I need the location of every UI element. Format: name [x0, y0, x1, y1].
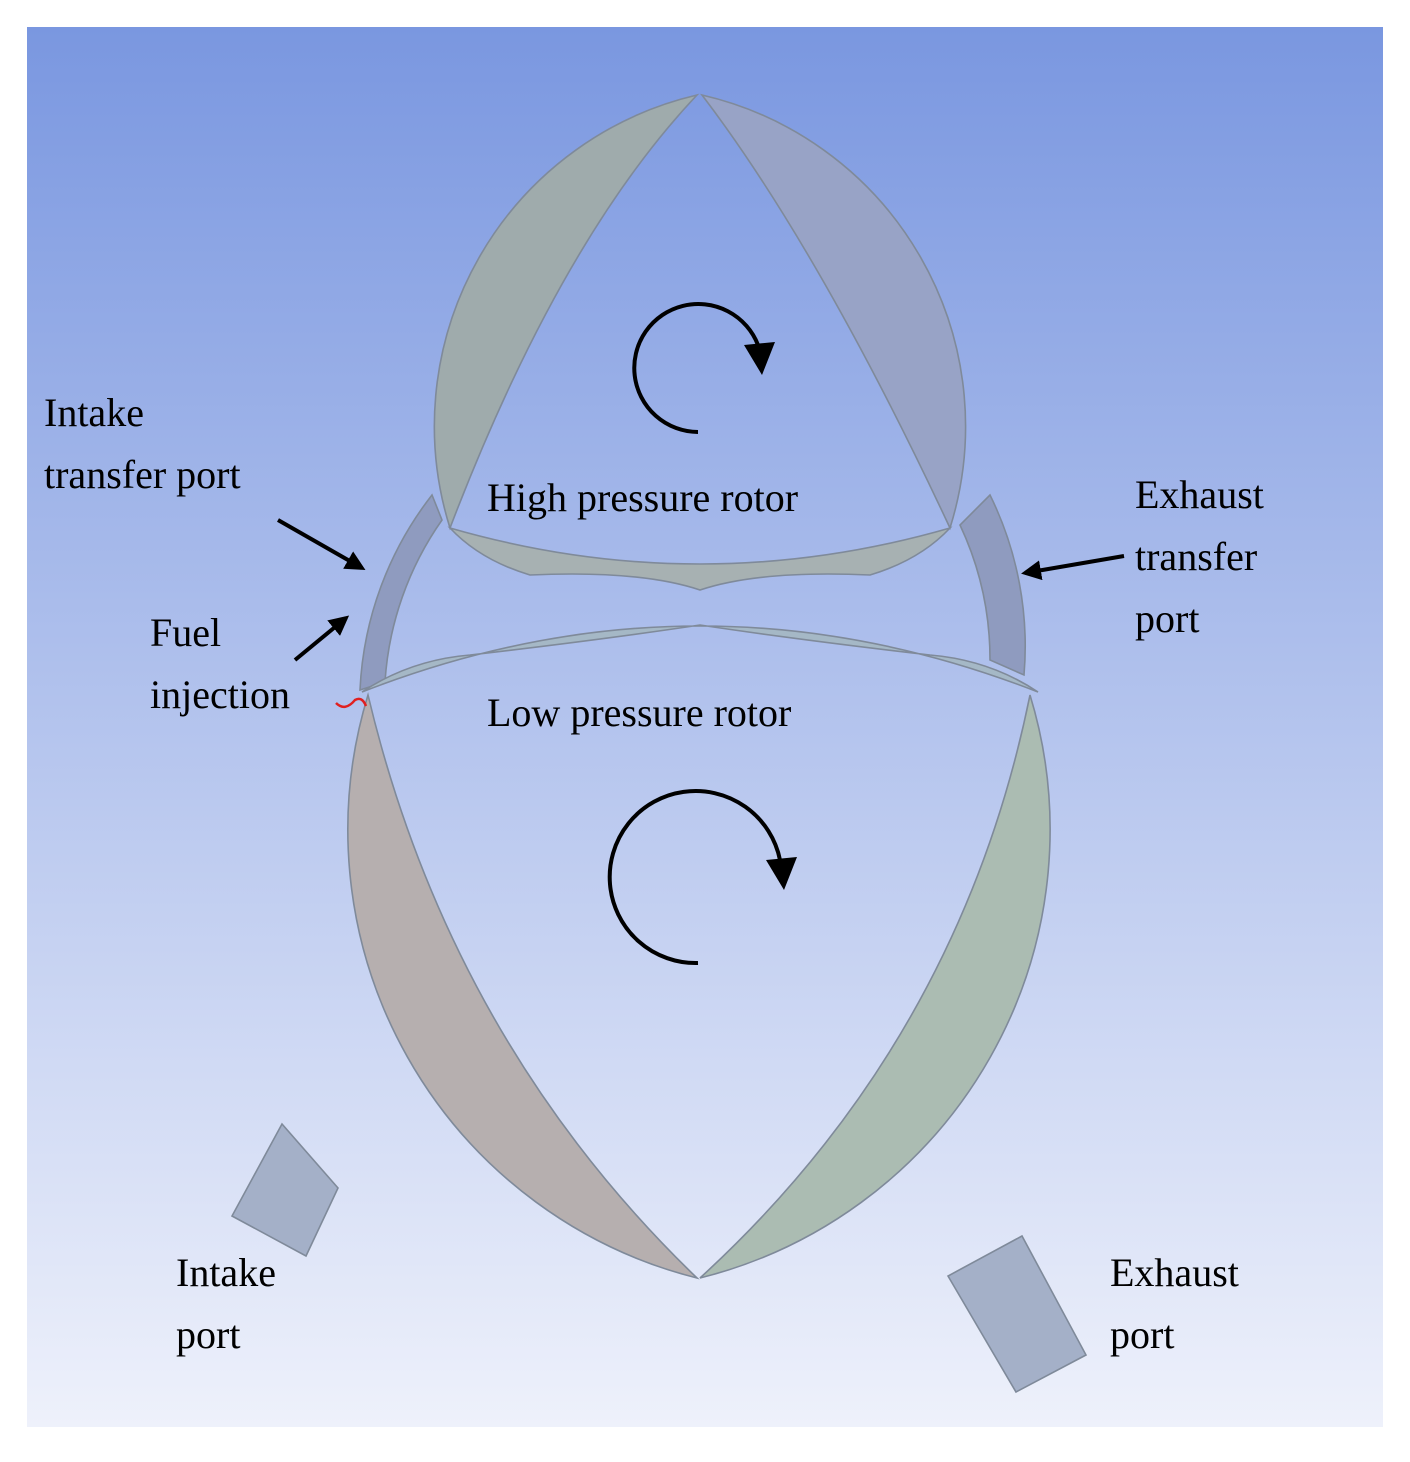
exhaust-port-duct — [946, 1234, 1088, 1394]
label-exhaust-transfer-port: Exhaust transfer port — [1135, 472, 1274, 641]
lp-top-chamber — [361, 624, 1039, 693]
lp-rotation-arrow — [607, 789, 782, 966]
hp-left-chamber — [433, 93, 700, 531]
lp-right-chamber — [699, 694, 1051, 1279]
fuel-injection-marker — [335, 697, 368, 709]
exhaust-transfer-port — [959, 493, 1027, 677]
hp-rotation-arrowhead — [744, 342, 775, 375]
label-exhaust-port: Exhaust port — [1110, 1250, 1249, 1357]
hp-bottom-chamber — [447, 526, 953, 591]
label-intake-transfer-port: Intake transfer port — [44, 390, 241, 497]
intake-transfer-port-pointer — [277, 518, 366, 570]
fuel-injection-pointer — [293, 615, 350, 662]
lp-rotation-arrowhead — [766, 857, 797, 890]
label-fuel-injection: Fuel injection — [150, 610, 290, 717]
hp-right-chamber — [700, 93, 967, 531]
label-intake-port: Intake port — [176, 1250, 286, 1357]
label-low-pressure-rotor: Low pressure rotor — [487, 690, 791, 735]
intake-port-duct — [230, 1122, 339, 1258]
exhaust-transfer-port-pointer — [1021, 554, 1125, 581]
label-high-pressure-rotor: High pressure rotor — [487, 475, 798, 520]
lp-left-chamber — [347, 691, 700, 1280]
hp-rotation-arrow — [632, 302, 760, 434]
intake-transfer-port — [359, 493, 443, 692]
